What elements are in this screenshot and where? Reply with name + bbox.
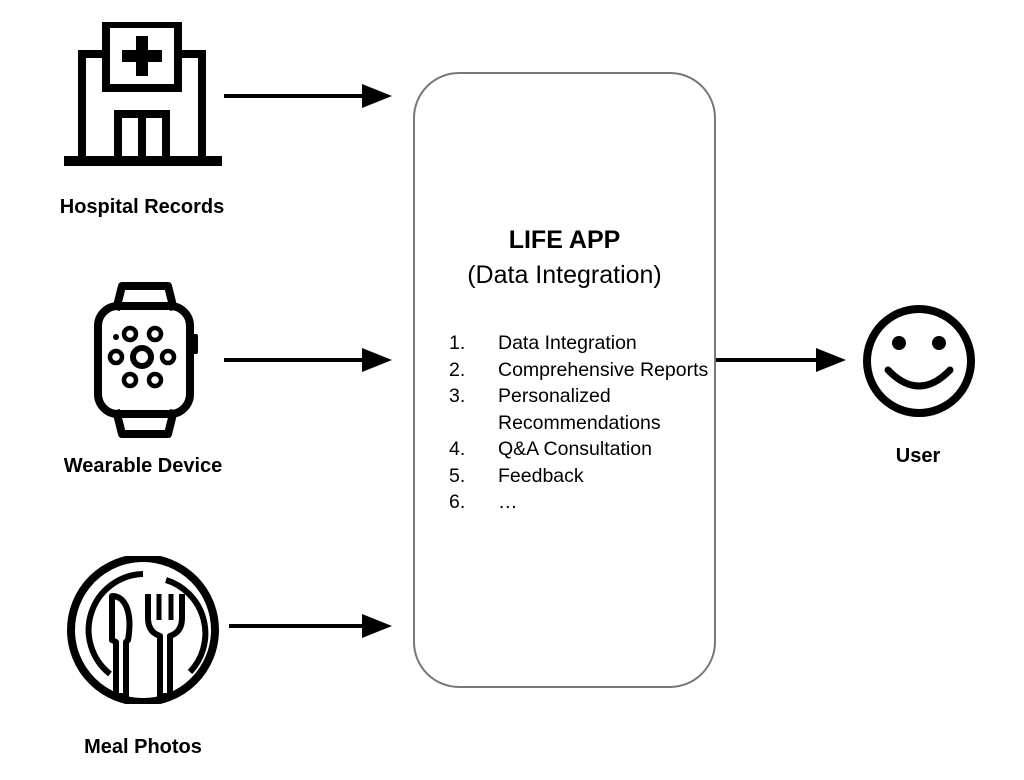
feature-number: 5. [449,464,466,487]
user-label: User [895,445,941,467]
wearable-device-label: Wearable Device [63,455,223,477]
feature-item: 4. Q&A Consultation [449,436,714,463]
feature-number: 6. [449,491,466,513]
feature-item: 6. … [449,489,714,516]
feature-item: 1. Data Integration [449,330,714,357]
life-app-box: LIFE APP (Data Integration) 1. Data Integ… [413,72,716,688]
hospital-icon [64,22,222,166]
feature-item: 3. Personalized Recommendations [449,383,714,436]
hospital-records-label: Hospital Records [59,196,225,218]
arrow-hospital-to-app [224,84,392,108]
app-subtitle: (Data Integration) [467,261,662,289]
feature-text: … [498,491,518,513]
plate-fork-knife-icon [67,556,219,704]
feature-text: Personalized Recommendations [498,385,661,434]
arrow-meal-to-app [229,614,392,638]
feature-text: Comprehensive Reports [498,358,709,381]
feature-item: 2. Comprehensive Reports [449,357,714,384]
arrow-wearable-to-app [224,348,392,372]
app-title: LIFE APP [508,226,621,254]
arrow-app-to-user [716,348,846,372]
feature-item: 5. Feedback [449,463,714,490]
feature-text: Feedback [498,464,584,487]
smiley-face-icon [863,305,975,417]
feature-text: Q&A Consultation [498,438,652,460]
smartwatch-icon [94,282,198,438]
feature-number: 4. [449,438,466,460]
feature-number: 3. [449,385,466,407]
feature-text: Data Integration [498,332,637,354]
feature-number: 2. [449,358,466,381]
feature-number: 1. [449,332,466,354]
meal-photos-label: Meal Photos [84,736,202,758]
feature-list: 1. Data Integration 2. Comprehensive Report… [449,330,714,516]
